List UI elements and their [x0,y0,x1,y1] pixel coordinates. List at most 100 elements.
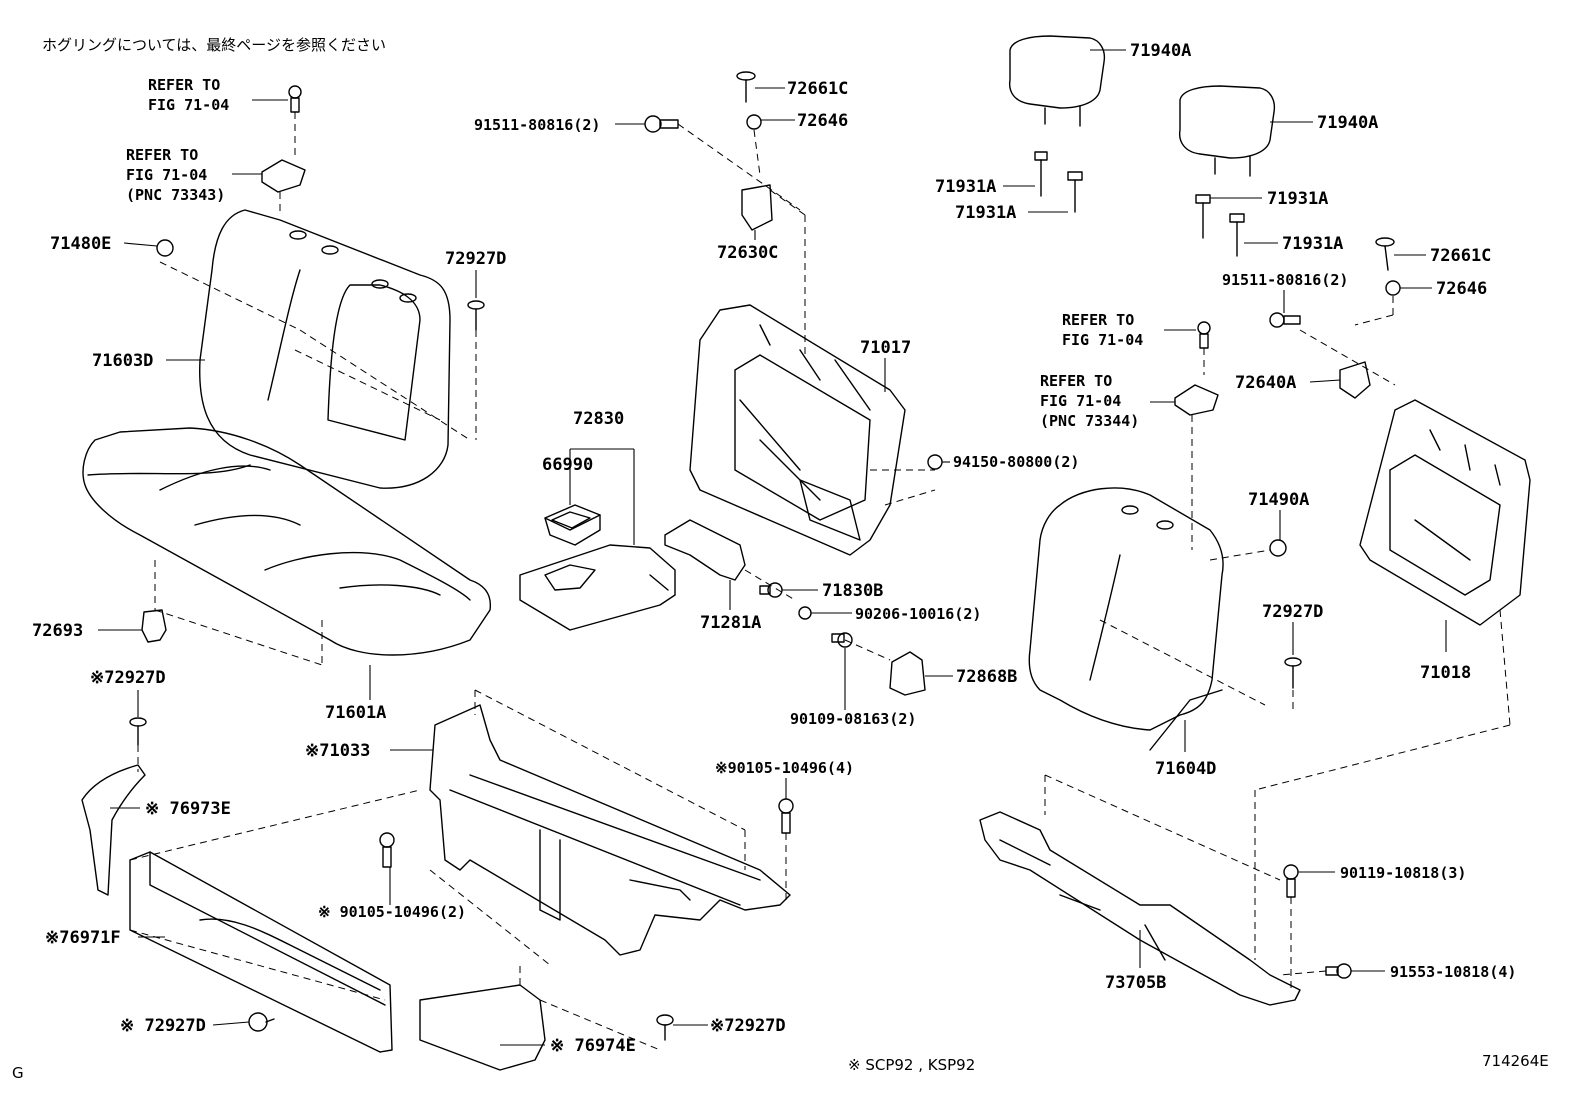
refer-note-1-line1: REFER TO [148,76,220,94]
headrest-71940a-b [1178,85,1276,177]
seat-back-71604d [1028,487,1271,751]
bracket-pnc-73344 [1174,384,1219,550]
label-71017: 71017 [860,338,911,358]
clip-72693 [141,609,167,643]
bolt-90119 [1283,864,1299,990]
bracket-pnc-73343 [261,159,306,215]
leader-lines [98,49,1447,1046]
label-91511-80816-a: 91511-80816(2) [474,116,600,134]
label-72646-a: 72646 [797,111,848,131]
label-73705b: 73705B [1105,973,1166,993]
cup-holder-66990 [544,504,601,546]
bolt-94150 [927,454,943,470]
guide-71931a-c [1195,194,1211,239]
label-90206-10016: 90206-10016(2) [855,605,981,623]
label-72661c-a: 72661C [787,79,848,99]
label-94150-80800: 94150-80800(2) [953,453,1079,471]
pin-72661c-b [1375,237,1395,271]
pin-72661c-a [736,71,756,103]
label-71604d: 71604D [1155,759,1216,779]
seat-cushion-71601a [82,427,492,666]
label-71601a: 71601A [325,703,386,723]
label-71490a: 71490A [1248,490,1309,510]
label-72868b: 72868B [956,667,1017,687]
washer-72646-b [1354,280,1401,326]
bracket-72630c [741,184,806,355]
frame-73705b [979,774,1301,1006]
label-90119-10818: 90119-10818(3) [1340,864,1466,882]
label-91511-80816-b: 91511-80816(2) [1222,271,1348,289]
refer-note-4-line1: REFER TO [1040,372,1112,390]
label-72640a: 72640A [1235,373,1296,393]
header-note: ホグリングについては、最終ページを参照ください [42,36,386,54]
refer-note-3-line2: FIG 71-04 [1062,331,1143,349]
refer-note-2-line2: FIG 71-04 [126,166,207,184]
label-71603d: 71603D [92,351,153,371]
label-90105-10496-2: ※ 90105-10496(2) [318,903,466,921]
label-90105-10496-4: ※90105-10496(4) [715,759,854,777]
label-72646-b: 72646 [1436,279,1487,299]
clip-71490a [1269,539,1287,557]
cover-76971f [129,789,421,1053]
label-71931a-a: 71931A [935,177,996,197]
footer-left-letter: G [12,1064,24,1082]
label-71281a: 71281A [700,613,761,633]
fastener-72927d-c [248,1012,275,1032]
label-72630c: 72630C [717,243,778,263]
washer-72646-a [746,114,762,176]
refer-note-2-line3: (PNC 73343) [126,186,225,204]
label-91553-10818: 91553-10818(4) [1390,963,1516,981]
armrest-72830 [519,544,676,631]
cover-76974e [419,965,661,1071]
label-71940a-a: 71940A [1130,41,1191,61]
seat-back-71603d [159,209,471,489]
label-72927d-c: ※ 72927D [120,1016,206,1036]
refer-note-2-line1: REFER TO [126,146,198,164]
refer-note-1-line2: FIG 71-04 [148,96,229,114]
label-76971f: ※76971F [45,928,121,948]
clip-71480e [156,239,174,257]
label-71931a-d: 71931A [1282,234,1343,254]
label-71018: 71018 [1420,663,1471,683]
label-76973e: ※ 76973E [145,799,231,819]
label-66990: 66990 [542,455,593,475]
label-71033: ※71033 [305,741,370,761]
label-71940a-b: 71940A [1317,113,1378,133]
label-72830: 72830 [573,409,624,429]
bolt-90109 [831,632,891,661]
refer-note-3-line1: REFER TO [1062,311,1134,329]
frame-71033 [429,689,791,966]
bolt-90105-a [379,832,395,868]
fastener-72927d-b [129,717,147,772]
bolt-91511-a [644,115,801,211]
headrest-71940a-a [1008,35,1106,127]
washer-90206 [798,606,812,620]
label-72927d-e: 72927D [1262,602,1323,622]
fastener-72927d-a [467,300,485,440]
figure-code: 714264E [1482,1052,1549,1070]
label-72927d-a: 72927D [445,249,506,269]
label-72693: 72693 [32,621,83,641]
fastener-72927d-d [656,1014,674,1041]
bolt-90105-b [778,798,794,900]
label-90109-08163: 90109-08163(2) [790,710,916,728]
seatback-frame-71017 [689,304,936,556]
label-71931a-c: 71931A [1267,189,1328,209]
label-76974e: ※ 76974E [550,1036,636,1056]
bolt-refer-fig-71-04-b [1197,321,1211,375]
label-71931a-b: 71931A [955,203,1016,223]
refer-note-4-line2: FIG 71-04 [1040,392,1121,410]
seatback-frame-71018 [1254,399,1531,960]
refer-note-4-line3: (PNC 73344) [1040,412,1139,430]
label-72927d-d: ※72927D [710,1016,786,1036]
fastener-72927d-e [1284,657,1302,710]
label-72927d-b: ※72927D [90,668,166,688]
label-71480e: 71480E [50,234,111,254]
cover-72868b [889,651,926,696]
cover-76973e [81,764,146,896]
guide-71931a-a [1034,151,1048,197]
bolt-91511-b [1269,312,1396,386]
label-71830b: 71830B [822,581,883,601]
bolt-refer-fig-71-04 [288,85,302,160]
